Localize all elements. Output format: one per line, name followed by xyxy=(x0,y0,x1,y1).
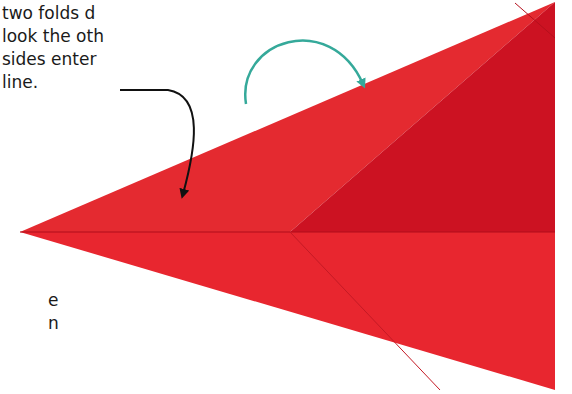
crease-line xyxy=(290,232,440,390)
leader-arrow xyxy=(120,90,194,194)
note-fragment: n xyxy=(48,312,68,335)
note-fragment: e xyxy=(48,289,68,312)
folded-flap xyxy=(290,2,555,232)
instruction-note: two folds d look the oth sides enter lin… xyxy=(2,2,114,94)
center-line xyxy=(20,231,555,232)
fold-arrow xyxy=(245,41,363,104)
lower-wing xyxy=(20,232,555,390)
crease-line xyxy=(515,3,555,38)
